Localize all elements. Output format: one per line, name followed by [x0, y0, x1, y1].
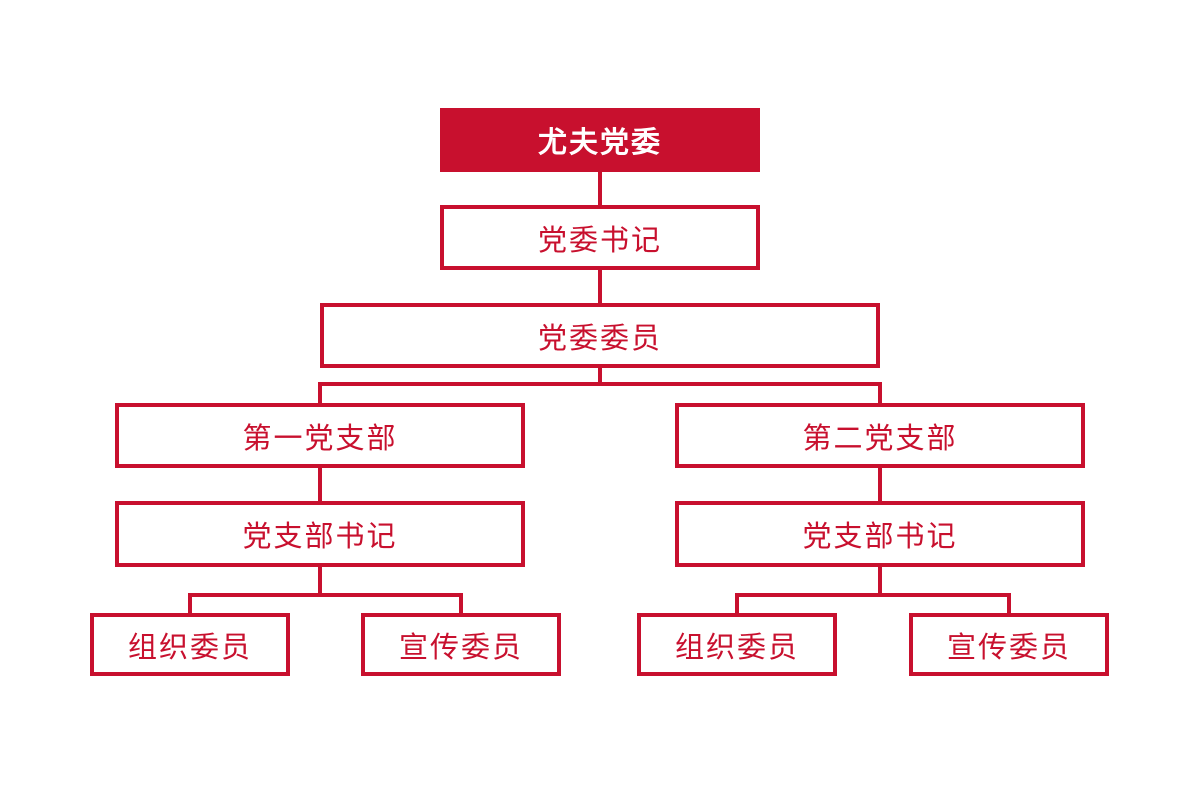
node-branch-2-organization-member: 组织委员 [637, 613, 837, 676]
connector-branch1-secretary [318, 468, 322, 501]
connector-secretary-committee [598, 270, 602, 303]
connector-branch1-members-horizontal [188, 593, 463, 597]
node-branch-1-organization-member: 组织委员 [90, 613, 290, 676]
connector-committee-down [598, 368, 602, 384]
connector-branch2-member2-drop [1007, 593, 1011, 613]
connector-branch2-members-down [878, 567, 882, 595]
node-branch-1: 第一党支部 [115, 403, 525, 468]
connector-branch2-members-horizontal [735, 593, 1011, 597]
connector-branch2-secretary [878, 468, 882, 501]
node-branch-2: 第二党支部 [675, 403, 1085, 468]
node-branch-1-secretary: 党支部书记 [115, 501, 525, 567]
node-root: 尤夫党委 [440, 108, 760, 172]
node-branch-1-publicity-member: 宣传委员 [361, 613, 561, 676]
connector-root-secretary [598, 172, 602, 205]
node-party-committee: 党委委员 [320, 303, 880, 368]
node-branch-2-secretary: 党支部书记 [675, 501, 1085, 567]
connector-branch1-member1-drop [188, 593, 192, 613]
connector-branches-horizontal [318, 382, 882, 386]
node-party-secretary: 党委书记 [440, 205, 760, 270]
connector-branch2-drop [878, 382, 882, 403]
connector-branch1-drop [318, 382, 322, 403]
connector-branch1-member2-drop [459, 593, 463, 613]
connector-branch2-member1-drop [735, 593, 739, 613]
connector-branch1-members-down [318, 567, 322, 595]
node-branch-2-publicity-member: 宣传委员 [909, 613, 1109, 676]
